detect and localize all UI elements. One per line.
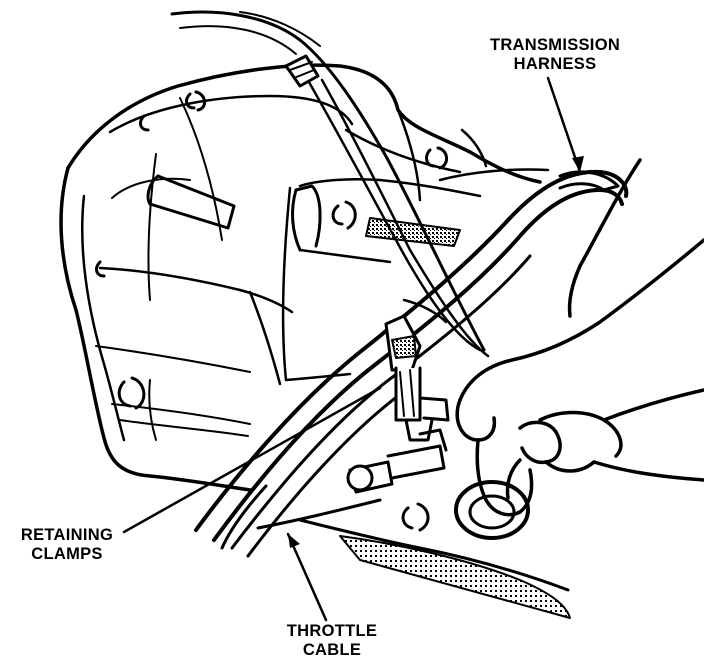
floor-pan-shading	[339, 535, 571, 619]
bell-housing	[59, 63, 542, 492]
transmission-harness-label-line-1: TRANSMISSION	[489, 36, 621, 54]
retaining-clamps-label: RETAINING CLAMPS	[2, 526, 132, 564]
leader-retaining-clamps	[122, 386, 382, 534]
technician-hand	[455, 158, 704, 517]
throttle-cable	[170, 10, 490, 358]
torque-converter-access-lever	[146, 174, 236, 230]
leader-arrowheads	[288, 156, 584, 548]
transmission-harness	[194, 169, 629, 558]
bolt-bosses	[95, 90, 448, 532]
retaining-clamps	[384, 314, 450, 442]
throttle-cable-label-line-2: CABLE	[302, 641, 362, 659]
transmission-harness-label: TRANSMISSION HARNESS	[460, 36, 650, 74]
throttle-cable-label: THROTTLE CABLE	[266, 622, 398, 660]
connector-fitting	[346, 428, 448, 494]
lower-cable-run	[220, 484, 570, 592]
leader-throttle-cable	[286, 532, 328, 622]
leader-lines	[122, 76, 582, 622]
shaded-recess	[365, 217, 461, 247]
leader-transmission-harness	[546, 76, 582, 174]
retaining-clamps-label-line-2: CLAMPS	[31, 545, 103, 563]
throttle-cable-label-line-1: THROTTLE	[286, 622, 378, 640]
transmission-case	[248, 108, 550, 386]
retaining-clamps-label-line-1: RETAINING	[20, 526, 114, 544]
transmission-harness-label-line-2: HARNESS	[513, 55, 597, 73]
